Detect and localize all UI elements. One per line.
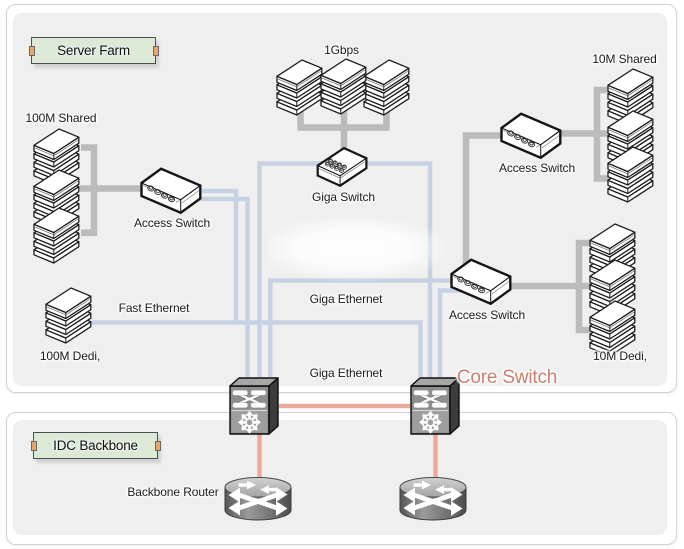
backbone-router-right-icon xyxy=(400,478,466,521)
label-core-switch: Core Switch xyxy=(456,366,558,388)
link-access-top-right-down xyxy=(462,132,505,272)
label-giga-ethernet-upper: Giga Ethernet xyxy=(309,291,383,306)
link-10m-shared-bus xyxy=(556,86,612,182)
label-giga-ethernet-lower: Giga Ethernet xyxy=(309,365,383,380)
link-access-left-uplink1 xyxy=(198,188,239,321)
label-access-switch-top-right: Access Switch xyxy=(498,161,576,175)
label-backbone-router: Backbone Router xyxy=(127,485,219,499)
access-switch-top-right-icon xyxy=(500,112,562,159)
server-farm-title: Server Farm xyxy=(28,37,159,64)
server-stack-1gbps-1 xyxy=(276,59,323,116)
core-switch-left-icon xyxy=(230,378,278,434)
access-switch-left-icon xyxy=(140,167,202,214)
access-switch-bottom-right-icon xyxy=(450,258,512,305)
link-fast-ethernet xyxy=(92,320,423,377)
label-dedi-10m: 10M Dedi, xyxy=(593,349,647,363)
server-stack-1gbps-2 xyxy=(320,58,367,115)
link-1gbps-bus xyxy=(297,106,390,160)
link-access-right-uplink2 xyxy=(437,288,462,377)
label-access-switch-left: Access Switch xyxy=(133,216,211,230)
core-switch-right-icon xyxy=(411,378,459,434)
label-gbps-1: 1Gbps xyxy=(324,43,359,57)
label-dedi-100m: 100M Dedi, xyxy=(39,349,101,363)
server-stack-100m-dedi xyxy=(45,287,92,344)
server-stack-1gbps-3 xyxy=(363,59,410,116)
label-shared-100m: 100M Shared xyxy=(25,111,97,125)
label-shared-10m: 10M Shared xyxy=(592,52,657,66)
link-access-left-uplink2 xyxy=(198,196,250,377)
idc-backbone-title: IDC Backbone xyxy=(30,432,161,459)
label-giga-switch: Giga Switch xyxy=(312,190,375,204)
label-access-switch-bottom-right: Access Switch xyxy=(448,307,526,322)
backbone-router-left-icon xyxy=(225,478,291,521)
link-100m-shared-bus xyxy=(80,144,150,237)
label-fast-ethernet: Fast Ethernet xyxy=(118,301,190,315)
giga-switch-icon xyxy=(316,147,368,187)
